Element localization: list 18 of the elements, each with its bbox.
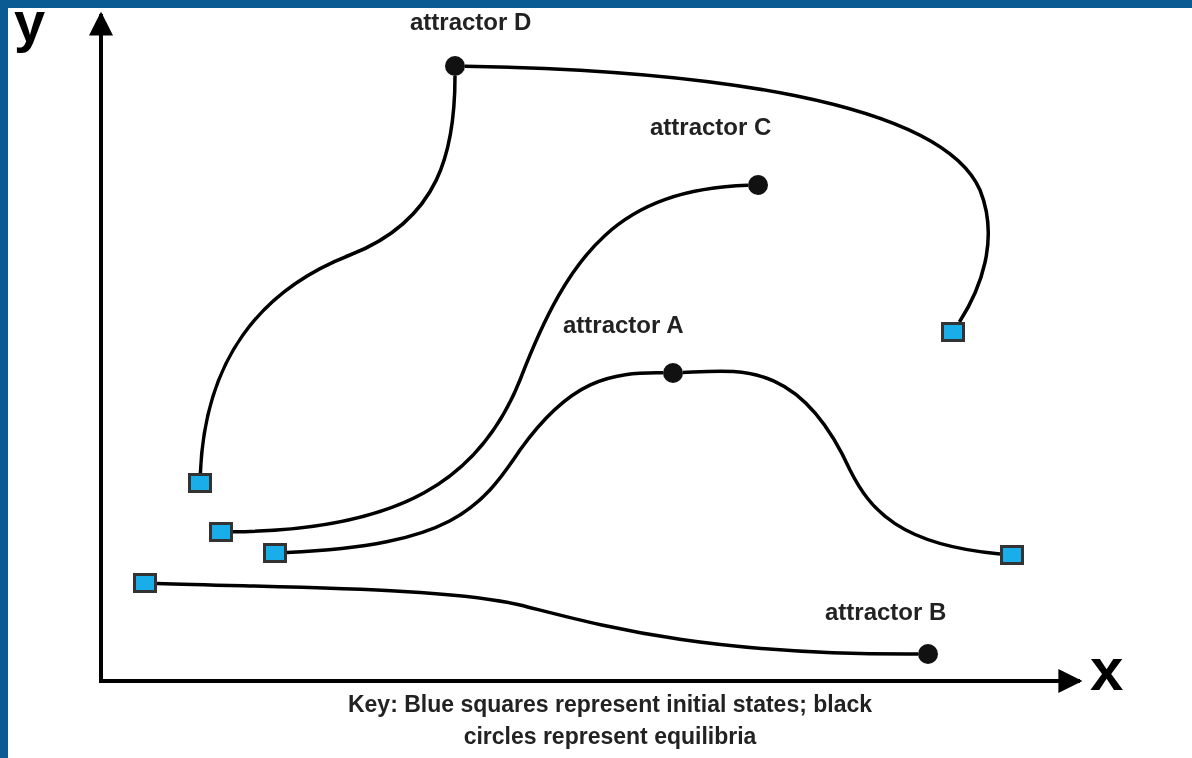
initial-state-square xyxy=(263,543,287,563)
trajectory-curve xyxy=(682,369,1001,556)
trajectory-curve xyxy=(286,371,663,555)
attractor-label: attractor B xyxy=(825,598,947,626)
initial-state-square xyxy=(133,573,157,593)
attractor-label: attractor C xyxy=(650,113,772,141)
initial-state-square xyxy=(188,473,212,493)
attractor-label: attractor A xyxy=(563,311,684,339)
initial-state-square xyxy=(1000,545,1024,565)
trajectory-curve xyxy=(232,183,749,534)
key-caption: Key: Blue squares represent initial states; black circles represent equilibria xyxy=(346,690,874,751)
trajectory-curve xyxy=(156,581,918,656)
trajectory-curve xyxy=(464,64,990,323)
trajectory-curve xyxy=(198,75,457,474)
initial-state-square xyxy=(209,522,233,542)
initial-state-square xyxy=(941,322,965,342)
attractor-label: attractor D xyxy=(410,8,532,36)
x-axis-label: x xyxy=(1090,640,1124,700)
